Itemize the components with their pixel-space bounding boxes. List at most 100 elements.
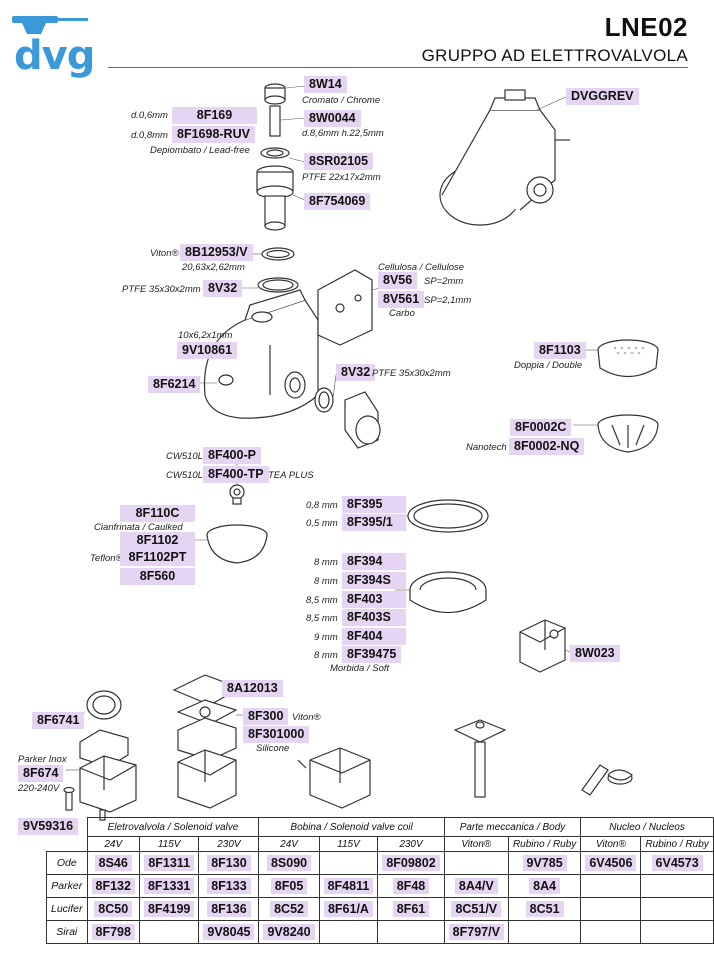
part-8f1698-note2: Depiombato / Lead-free: [150, 145, 250, 156]
part-8f394s-note: 8 mm: [314, 576, 338, 587]
table-cell: 9V8045: [198, 920, 260, 944]
table-subheader: 230V: [377, 836, 445, 852]
table-cell-code: 8F4199: [143, 901, 195, 917]
part-8f3951-note: 0,5 mm: [306, 518, 338, 529]
table-subheader: Rubino / Ruby: [640, 836, 714, 852]
part-8w0044-code: 8W0044: [304, 110, 361, 127]
table-cell: 8F4199: [138, 897, 200, 921]
table-cell-code: 8C51/V: [451, 901, 502, 917]
table-group-header: Eletrovalvola / Solenoid valve: [86, 817, 260, 837]
part-8v561-code: 8V561: [378, 291, 425, 308]
group-body-drawing: [203, 289, 319, 419]
table-group-header: Parte meccanica / Body: [443, 817, 582, 837]
part-8f674-note2: 220-240V: [18, 783, 60, 794]
mechanical-part-drawing: [453, 719, 507, 798]
part-8f301000-code: 8F301000: [243, 726, 310, 743]
part-8v32b-code: 8V32: [336, 364, 376, 381]
part-8f394-note: 8 mm: [314, 557, 338, 568]
table-row-label: Ode: [46, 851, 88, 875]
dvggrev-drawing: [439, 89, 570, 226]
part-8f1103-code: 8F1103: [534, 342, 586, 359]
part-8a12013-code: 8A12013: [222, 680, 283, 697]
part-8v56-code: 8V56: [378, 272, 418, 289]
table-cell-code: 8F132: [91, 878, 135, 894]
table-cell-code: 8A4/V: [454, 878, 498, 894]
part-dvggrev-code: DVGGREV: [566, 88, 639, 105]
table-cell: 8F797/V: [443, 920, 509, 944]
cellulose-note: Cellulosa / Cellulose: [378, 262, 465, 273]
part-8f110c-note: Cianfrinata / Caulked: [94, 522, 183, 533]
part-9v59316-code: 9V59316: [18, 818, 79, 835]
pin-drawing: [269, 105, 281, 137]
plug-drawing: [344, 391, 381, 449]
table-subheader: 115V: [138, 836, 200, 852]
brand-name: dvg: [14, 33, 95, 79]
part-8b12953-note2: 20,63x2,62mm: [182, 262, 245, 273]
part-8f404-note: 9 mm: [314, 632, 338, 643]
table-subheader: 24V: [86, 836, 140, 852]
screw-drawing: [63, 786, 75, 811]
table-cell-code: 8F136: [207, 901, 251, 917]
table-cell-code: 8F4811: [323, 878, 374, 894]
table-cell: 8F130: [198, 851, 260, 875]
table-cell: 8F61: [377, 897, 445, 921]
table-cell: 8C51: [507, 897, 582, 921]
part-8v561-note: SP=2,1mm: [424, 295, 472, 306]
double-filter-drawing: [597, 339, 659, 378]
part-8f560-code: 8F560: [120, 568, 195, 585]
part-9v10861-note: 10x6,2x1mm: [178, 330, 233, 341]
table-cell: [640, 897, 714, 921]
connector-drawing: [519, 619, 566, 673]
part-8v32a-note: PTFE 35x30x2mm: [122, 284, 201, 295]
table-subheader: 24V: [258, 836, 320, 852]
part-8f403-note: 8,5 mm: [306, 595, 338, 606]
part-8w023-code: 8W023: [570, 645, 620, 662]
part-8f6214-code: 8F6214: [148, 376, 201, 393]
part-8f0002nq-note: Nanotech: [466, 442, 507, 453]
table-subheader: Viton®: [443, 836, 509, 852]
table-cell-code: 6V4573: [651, 855, 703, 871]
table-cell: [580, 920, 642, 944]
part-8f169-note: d.0,6mm: [131, 110, 168, 121]
table-cell-code: 8C50: [94, 901, 133, 917]
table-cell-code: 8F09802: [382, 855, 440, 871]
table-cell: 6V4506: [580, 851, 642, 875]
part-8w14-code: 8W14: [304, 76, 347, 93]
table-cell-code: 9V8240: [263, 924, 315, 940]
table-cell-code: 8C52: [270, 901, 308, 917]
table-cell-code: 6V4506: [585, 855, 637, 871]
table-subheader: 115V: [318, 836, 379, 852]
table-cell-code: 9V785: [522, 855, 567, 871]
part-8f400tp-note2: TEA PLUS: [268, 470, 314, 481]
table-row-label: Lucifer: [46, 897, 88, 921]
table-cell: 8S090: [258, 851, 320, 875]
part-8f3951-code: 8F395/1: [342, 514, 406, 531]
table-cell: 8F132: [86, 874, 140, 898]
part-8f395-code: 8F395: [342, 496, 406, 513]
part-8f403-code: 8F403: [342, 591, 406, 608]
dispersion-screw-drawing: [229, 484, 245, 505]
table-cell: 6V4573: [640, 851, 714, 875]
part-8v561-note2: Carbo: [389, 308, 415, 319]
table-cell: 8F09802: [377, 851, 445, 875]
part-8sr02105-note: PTFE 22x17x2mm: [302, 172, 381, 183]
table-cell: 8C52: [258, 897, 320, 921]
part-8f1698-note: d.0,8mm: [131, 130, 168, 141]
table-cell: 9V8240: [258, 920, 320, 944]
table-cell: 8F48: [377, 874, 445, 898]
part-8f110c-code: 8F110C: [120, 505, 195, 522]
part-8f300-code: 8F300: [243, 708, 289, 725]
valve-tube-drawing: [256, 165, 294, 231]
parts-table: Eletrovalvola / Solenoid valve Bobina / …: [46, 817, 714, 944]
table-cell: [507, 920, 582, 944]
table-cell: [640, 920, 714, 944]
part-8f400p-note: CW510L: [166, 451, 203, 462]
part-8f1103-note: Doppia / Double: [514, 360, 583, 371]
part-8f674-code: 8F674: [18, 765, 64, 782]
part-8f400p-code: 8F400-P: [203, 447, 261, 464]
table-cell: 8C51/V: [443, 897, 509, 921]
part-8f1698-code: 8F1698-RUV: [172, 126, 255, 143]
table-cell: 8C50: [86, 897, 140, 921]
